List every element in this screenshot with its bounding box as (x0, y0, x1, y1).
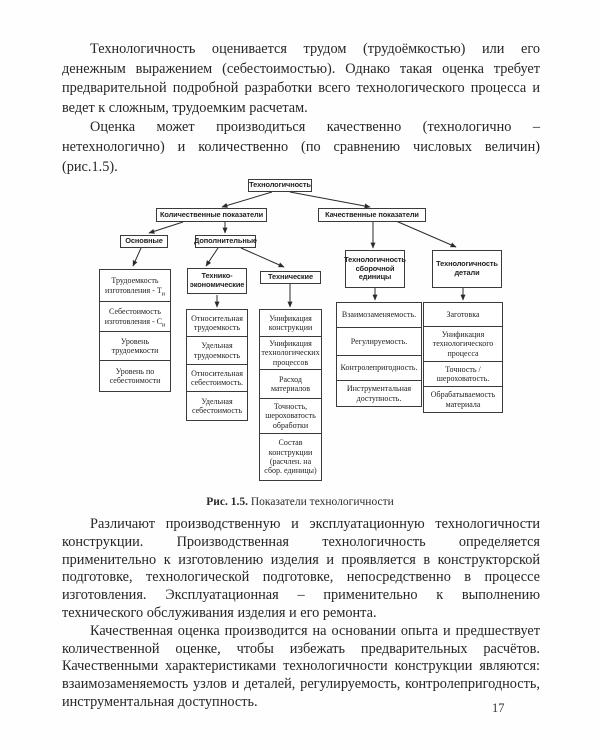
list-item: Взаимозаменяемость. (336, 302, 422, 328)
diagram-node-assembly-unit: Технологичность сборочной единицы (344, 250, 406, 288)
list-item: Трудоемкость изготовления - Ти (99, 269, 171, 302)
figure-caption: Рис. 1.5. Показатели технологичности (0, 496, 600, 508)
tech-economic-column: Относительная трудоемкость Удельная труд… (186, 309, 248, 421)
assembly-unit-column: Взаимозаменяемость. Регулируемость. Конт… (336, 302, 422, 407)
paragraph: Различают производственную и эксплуатаци… (62, 516, 540, 621)
diagram-arrows (132, 191, 466, 308)
diagram-node-additional: Дополнительные (194, 235, 257, 248)
figure-diagram: Технологичность Количественные показател… (0, 176, 600, 492)
diagram-node-root: Технологичность (248, 179, 312, 192)
figure-caption-label: Рис. 1.5. (206, 496, 248, 508)
technical-column: Унификация конструкции Унификация технол… (259, 309, 322, 481)
list-item: Контролепригодность. (336, 355, 422, 381)
list-item: Уровень трудоемкости (99, 331, 171, 361)
diagram-node-quantitative: Количественные показатели (156, 208, 267, 222)
list-item: Обрабатываемость материала (423, 386, 503, 413)
figure-caption-text: Показатели технологичности (247, 496, 394, 508)
list-item: Унификация технологических процессов (259, 336, 322, 370)
paragraph: Технологичность оценивается трудом (труд… (62, 41, 540, 116)
list-item: Удельная себестоимость (186, 391, 248, 421)
list-item: Удельная трудоемкость (186, 336, 248, 365)
body-text-upper: Технологичность оценивается трудом (труд… (62, 40, 540, 177)
list-item: Уровень по себестоимости (99, 360, 171, 392)
list-item: Точность, шероховатость обработки (259, 398, 322, 434)
list-item: Точность / шероховатость. (423, 361, 503, 387)
diagram-node-technical: Технические (260, 271, 321, 284)
list-item: Инструментальная доступность. (336, 380, 422, 407)
diagram-node-basic: Основные (120, 235, 168, 248)
list-item: Регулируемость. (336, 327, 422, 356)
page-number: 17 (492, 701, 505, 715)
list-item: Заготовка (423, 302, 503, 327)
list-item: Состав конструкции (расчлен. на сбор. ед… (259, 433, 322, 481)
body-text-lower: Различают производственную и эксплуатаци… (62, 516, 540, 712)
diagram-node-qualitative: Качественные показатели (318, 208, 426, 222)
list-item: Унификация технологического процесса (423, 326, 503, 362)
list-item: Относительная себестоимость. (186, 364, 248, 392)
diagram-node-part: Технологичность детали (432, 250, 502, 288)
basic-indicators-column: Трудоемкость изготовления - Ти Себестоим… (99, 269, 171, 392)
list-item: Себестоимость изготовления - Си (99, 301, 171, 332)
diagram-node-tech-economic: Технико-экономические (187, 268, 247, 294)
paragraph: Оценка может производиться качественно (… (62, 119, 540, 175)
paragraph: Качественная оценка производится на осно… (62, 622, 540, 710)
list-item: Унификация конструкции (259, 309, 322, 337)
list-item: Расход материалов (259, 369, 322, 399)
list-item: Относительная трудоемкость (186, 309, 248, 337)
part-column: Заготовка Унификация технологического пр… (423, 302, 503, 413)
